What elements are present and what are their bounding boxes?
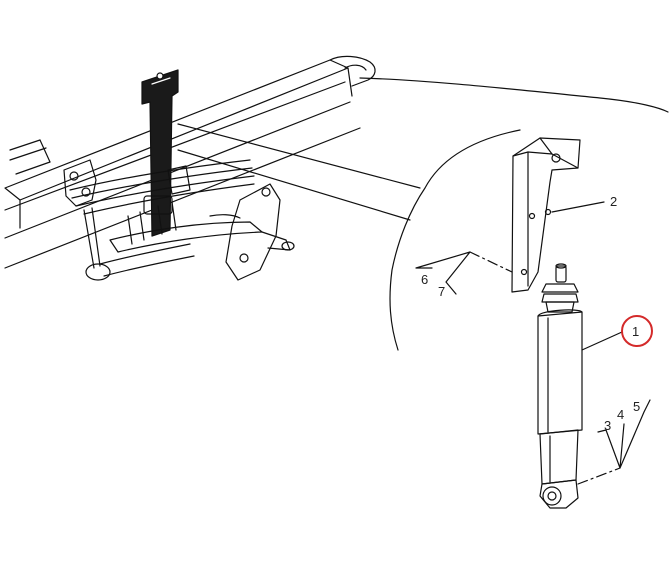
lower-assembly-line bbox=[577, 467, 621, 485]
body-contour bbox=[359, 77, 669, 113]
wheel-arch-contour bbox=[389, 129, 521, 351]
callout-5[interactable]: 5 bbox=[633, 399, 640, 414]
chassis-frame bbox=[4, 55, 376, 269]
steering-knuckle bbox=[209, 183, 295, 281]
callout-4[interactable]: 4 bbox=[617, 407, 624, 422]
callout-1-highlight-ring bbox=[621, 315, 653, 347]
callout-6[interactable]: 6 bbox=[421, 272, 428, 287]
upper-assembly-line bbox=[469, 251, 513, 273]
leader-callout-6-7 bbox=[415, 251, 471, 295]
callout-3[interactable]: 3 bbox=[604, 418, 611, 433]
callout-1[interactable]: 1 bbox=[632, 324, 639, 339]
axle-assembly bbox=[109, 165, 263, 253]
spring-hanger-left bbox=[63, 159, 97, 207]
leader-callout-2 bbox=[551, 201, 605, 213]
callout-7[interactable]: 7 bbox=[438, 284, 445, 299]
shock-absorber bbox=[537, 263, 583, 509]
leader-callout-1 bbox=[581, 331, 623, 351]
leaf-spring bbox=[69, 159, 255, 215]
leader-callout-3-4-5 bbox=[597, 399, 651, 469]
detail-leader-lower bbox=[177, 149, 411, 221]
callout-2[interactable]: 2 bbox=[610, 194, 617, 209]
frame-mount-bracket bbox=[141, 69, 179, 237]
stabilizer-link bbox=[83, 207, 195, 281]
detail-leader-upper bbox=[177, 123, 421, 189]
shock-upper-bracket bbox=[511, 137, 581, 293]
